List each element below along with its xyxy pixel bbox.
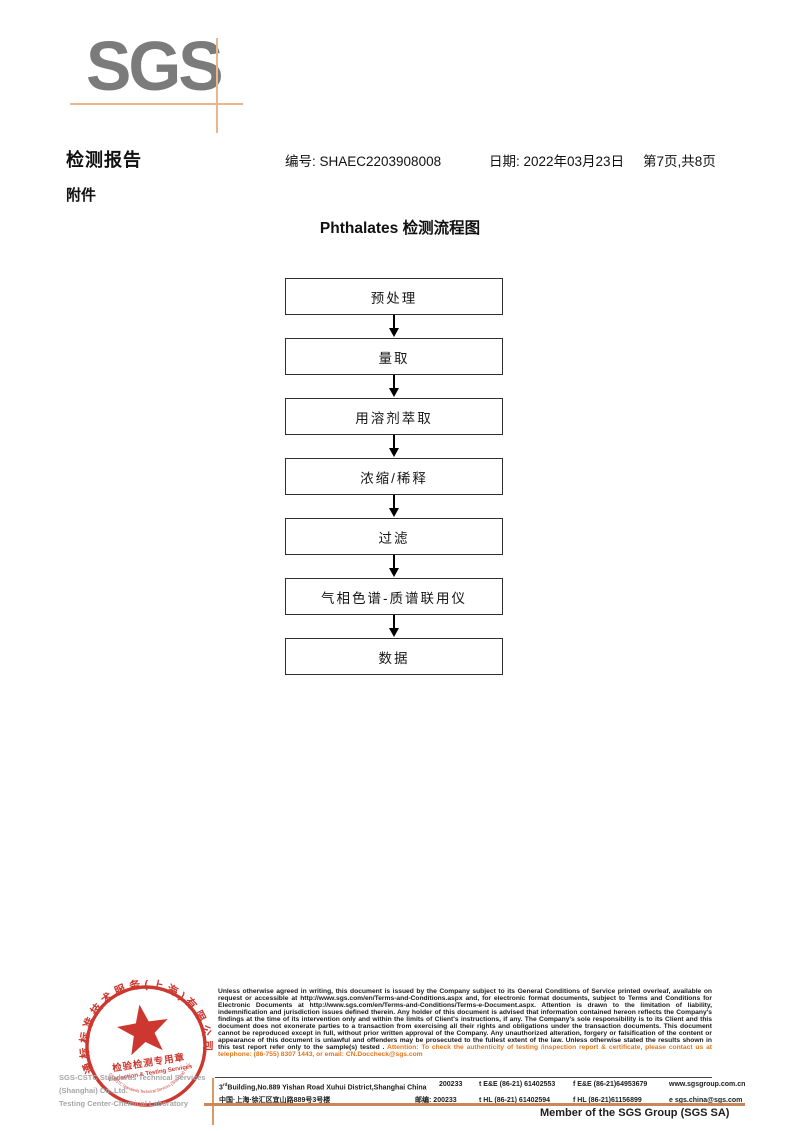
postcode-cn: 邮编: 200233 <box>415 1096 457 1104</box>
legal-disclaimer: Unless otherwise agreed in writing, this… <box>218 988 712 1058</box>
lab-company-name: SGS-CSTC Standards Technical Services (S… <box>59 1073 206 1095</box>
legal-text: Unless otherwise agreed in writing, this… <box>218 988 712 1051</box>
report-date: 日期: 2022年03月23日 <box>489 154 625 169</box>
email: e sgs.china@sgs.com <box>669 1096 743 1104</box>
sgs-logo: SGS <box>86 27 224 106</box>
star-icon <box>116 1004 168 1056</box>
attachment-label: 附件 <box>66 187 97 204</box>
fax-ee: f E&E (86-21)64953679 <box>573 1081 648 1088</box>
phone-ee: t E&E (86-21) 61402553 <box>479 1081 556 1088</box>
report-number: 编号: SHAEC2203908008 <box>285 154 442 169</box>
address-row-en: 3rdBuilding,No.889 Yishan Road Xuhui Dis… <box>219 1079 746 1095</box>
lab-department: Testing Center-Chemical Laboratory <box>59 1099 189 1108</box>
logo-crosshair-horizontal <box>70 103 243 105</box>
inspection-stamp: 通标标准技术服务(上海)有限公司 检验检测专用章 Inspection & Te… <box>76 976 216 1107</box>
arrow-down-icon <box>285 375 503 398</box>
phone-hl: t HL (86-21) 61402594 <box>479 1096 551 1104</box>
postcode-en: 200233 <box>439 1081 463 1088</box>
address-row-cn: 中国·上海·徐汇区宜山路889号3号楼 邮编: 200233 t HL (86-… <box>219 1095 746 1108</box>
address-en: 3rdBuilding,No.889 Yishan Road Xuhui Dis… <box>219 1082 427 1092</box>
footer-rule-line <box>204 1103 745 1106</box>
flow-step-solvent-extraction: 用溶剂萃取 <box>285 398 503 435</box>
website: www.sgsgroup.com.cn <box>669 1081 746 1088</box>
flow-step-data: 数据 <box>285 638 503 675</box>
address-divider-line <box>215 1077 712 1078</box>
member-of-sgs-group: Member of the SGS Group (SGS SA) <box>540 1107 730 1119</box>
flowchart-title: Phthalates 检测流程图 <box>319 220 481 237</box>
flow-step-filter: 过滤 <box>285 518 503 555</box>
logo-crosshair-vertical <box>216 38 218 133</box>
report-title: 检测报告 <box>66 150 142 170</box>
arrow-down-icon <box>285 495 503 518</box>
fax-hl: f HL (86-21)61156899 <box>573 1096 642 1104</box>
arrow-down-icon <box>285 435 503 458</box>
flow-step-gcms: 气相色谱-质谱联用仪 <box>285 578 503 615</box>
sgs-logo-text: SGS <box>86 27 224 106</box>
arrow-down-icon <box>285 555 503 578</box>
attention-notice: Attention: To check the authenticity of … <box>218 1044 713 1058</box>
address-block: 3rdBuilding,No.889 Yishan Road Xuhui Dis… <box>219 1079 746 1107</box>
flow-step-measure: 量取 <box>285 338 503 375</box>
lab-company-lines: SGS-CSTC Standards Technical Services (S… <box>59 1071 234 1110</box>
address-vertical-line <box>212 1078 214 1125</box>
flow-step-concentrate-dilute: 浓缩/稀释 <box>285 458 503 495</box>
arrow-down-icon <box>285 315 503 338</box>
flowchart: 预处理 量取 用溶剂萃取 浓缩/稀释 过滤 气相色谱-质谱联用仪 数据 <box>285 278 503 675</box>
page-indicator: 第7页,共8页 <box>643 154 716 169</box>
arrow-down-icon <box>285 615 503 638</box>
address-cn: 中国·上海·徐汇区宜山路889号3号楼 <box>219 1096 331 1104</box>
flow-step-pretreatment: 预处理 <box>285 278 503 315</box>
